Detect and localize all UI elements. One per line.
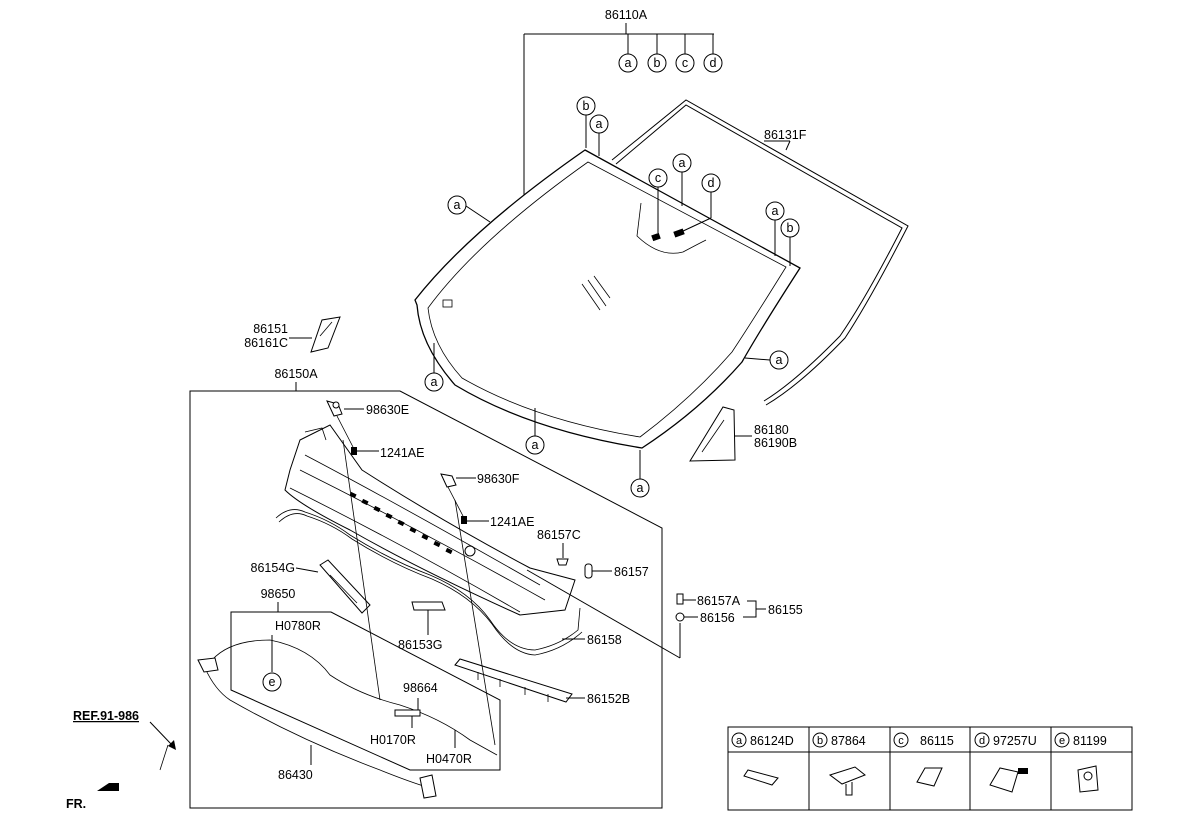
adhesive-strip-icon — [743, 769, 779, 786]
marker-b: b — [654, 56, 661, 70]
cowl-top-panel — [284, 424, 576, 616]
label-H0170R: H0170R — [370, 733, 416, 747]
label-98650: 98650 — [261, 587, 296, 601]
trim-rh: 86180 86190B — [689, 406, 797, 462]
label-H0780R: H0780R — [275, 619, 321, 633]
label-86430: 86430 — [278, 768, 313, 782]
legend-part: 97257U — [993, 734, 1037, 748]
legend-letter: e — [1059, 735, 1065, 747]
label-86157: 86157 — [614, 565, 649, 579]
label-98630E: 98630E — [366, 403, 409, 417]
label-98630F: 98630F — [477, 472, 520, 486]
legend-part: 86124D — [750, 734, 794, 748]
legend-cell-e: e 81199 — [1054, 732, 1107, 793]
marker-d: d — [708, 176, 715, 190]
reference-note: REF.91-986 — [73, 709, 176, 771]
legend-cell-c: c 86115 — [893, 732, 954, 787]
marker-a: a — [637, 481, 644, 495]
marker-c: c — [682, 56, 688, 70]
legend-part: 81199 — [1073, 734, 1107, 748]
cowl-pad: 86153G — [398, 601, 446, 652]
windshield-moulding: 86131F — [611, 99, 909, 406]
label-86153G: 86153G — [398, 638, 442, 652]
cowl-lower-panel: 86152B — [454, 658, 630, 706]
label-86150A: 86150A — [274, 367, 318, 381]
front-direction: FR. — [66, 783, 119, 811]
label-86156: 86156 — [700, 611, 735, 625]
legend-cell-b: b 87864 — [812, 732, 866, 796]
label-86157C: 86157C — [537, 528, 581, 542]
label-86154G: 86154G — [251, 561, 295, 575]
label-86161C: 86161C — [244, 336, 288, 350]
label-1241AE-1: 1241AE — [380, 446, 424, 460]
marker-a: a — [532, 438, 539, 452]
washer-hose-assy: 98650 H0780R e 98664 H0170R H0470R — [197, 439, 501, 799]
label-86157A: 86157A — [697, 594, 741, 608]
windshield-glass: a b a c a d a b a a a a — [414, 96, 801, 498]
parts-legend-table: a 86124D b 87864 c 86115 d 97257U e — [727, 726, 1133, 811]
legend-part: 87864 — [831, 734, 866, 748]
legend-cell-d: d 97257U — [974, 732, 1037, 793]
legend-letter: c — [898, 735, 904, 747]
cowl-bracket: 86154G — [251, 559, 371, 614]
marker-a: a — [431, 375, 438, 389]
label-98664: 98664 — [403, 681, 438, 695]
front-arrow-icon — [97, 783, 119, 791]
legend-cell-a: a 86124D — [731, 732, 794, 786]
marker-a: a — [596, 117, 603, 131]
label-86155: 86155 — [768, 603, 803, 617]
label-86131F: 86131F — [764, 128, 807, 142]
spacer-icon — [916, 767, 943, 787]
marker-b: b — [583, 99, 590, 113]
label-86110A: 86110A — [605, 8, 648, 22]
label-86151: 86151 — [253, 322, 288, 336]
reinforce-hose: 86430 — [278, 745, 313, 782]
marker-d: d — [710, 56, 717, 70]
label-ref: REF.91-986 — [73, 709, 139, 723]
washer-nozzles: 98630E 1241AE 98630F 1241AE — [326, 400, 534, 529]
marker-e: e — [269, 675, 276, 689]
clip-icon — [828, 766, 866, 785]
legend-letter: a — [736, 735, 743, 747]
marker-c: c — [655, 171, 661, 185]
marker-a: a — [772, 204, 779, 218]
marker-a: a — [625, 56, 632, 70]
cowl-weatherstrip: 86158 — [275, 509, 622, 656]
label-86158: 86158 — [587, 633, 622, 647]
label-H0470R: H0470R — [426, 752, 472, 766]
legend-letter: b — [817, 735, 823, 747]
cowl-cover-lh: 86151 86161C — [244, 316, 341, 353]
label-1241AE-2: 1241AE — [490, 515, 534, 529]
marker-a: a — [776, 353, 783, 367]
label-front: FR. — [66, 797, 86, 811]
label-86152B: 86152B — [587, 692, 630, 706]
marker-a: a — [454, 198, 461, 212]
cowl-clips: 86157C 86157 86157A 86156 86155 — [526, 528, 803, 659]
legend-part: 86115 — [920, 734, 954, 748]
label-86190B: 86190B — [754, 436, 797, 450]
marker-a: a — [679, 156, 686, 170]
cowl-assy-frame: 86150A — [189, 367, 663, 809]
label-86180: 86180 — [754, 423, 789, 437]
legend-letter: d — [979, 735, 985, 747]
wsh-assy-callout: 86110A a b c d — [523, 8, 723, 195]
marker-b: b — [787, 221, 794, 235]
